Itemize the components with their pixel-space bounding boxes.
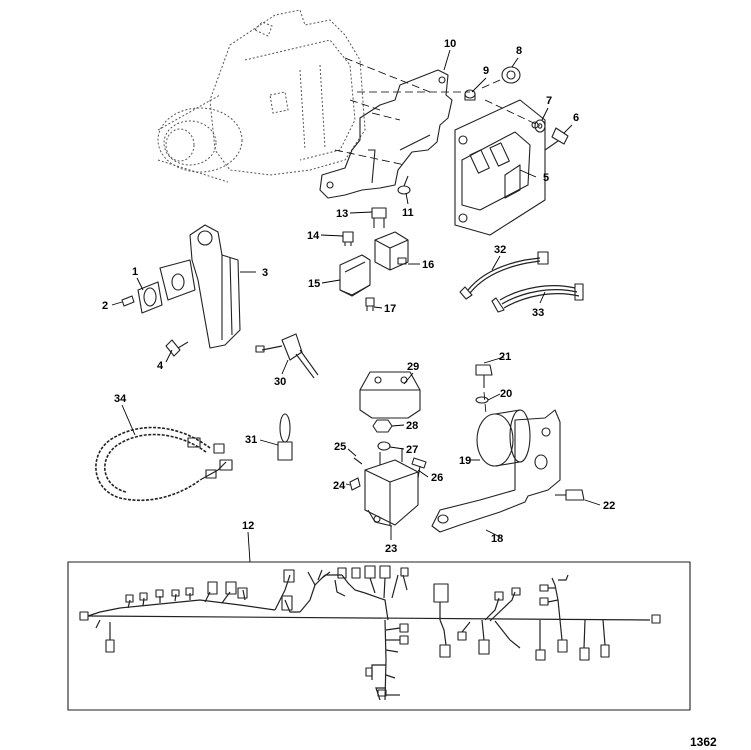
callout-13: 13 [336, 208, 348, 220]
alignment-line-21 [483, 391, 487, 415]
callout-24: 24 [333, 480, 346, 492]
alignment-lines [334, 57, 541, 166]
jumper-harness-32 [459, 251, 549, 300]
callout-26: 26 [431, 472, 443, 484]
callout-33: 33 [532, 307, 544, 319]
screw-2 [121, 295, 135, 307]
callout-12: 12 [242, 520, 254, 532]
callout-25: 25 [334, 441, 346, 453]
callout-31: 31 [245, 434, 257, 446]
callout-10: 10 [444, 38, 456, 50]
callout-16: 16 [422, 259, 434, 271]
callout-8: 8 [516, 45, 522, 57]
clip-24 [349, 477, 361, 491]
figure-number: 1362 [690, 735, 717, 749]
callout-18: 18 [491, 533, 503, 545]
screw-22 [555, 489, 585, 501]
leader-lines [111, 49, 601, 563]
callout-23: 23 [385, 543, 397, 555]
relay-13 [371, 207, 387, 228]
pin-25 [353, 457, 363, 465]
fuse-holder-15 [339, 254, 371, 297]
callout-22: 22 [603, 500, 615, 512]
callout-30: 30 [274, 376, 286, 388]
sensor-1 [137, 281, 163, 314]
washer-27 [377, 441, 391, 451]
engine-block-phantom [157, 9, 366, 183]
screw-11 [397, 175, 411, 195]
mounting-plate-3 [159, 224, 241, 349]
jumper-harness-33 [491, 283, 584, 313]
callout-11: 11 [402, 207, 414, 219]
callout-19: 19 [459, 455, 471, 467]
fuse-14 [342, 231, 354, 246]
relay-16 [374, 231, 409, 271]
callout-4: 4 [157, 360, 164, 372]
callout-14: 14 [307, 230, 320, 242]
screw-26 [411, 457, 427, 479]
grommet-8 [501, 66, 521, 84]
washer-7 [534, 119, 546, 133]
callout-9: 9 [483, 65, 489, 77]
callout-17: 17 [384, 303, 396, 315]
callout-3: 3 [262, 267, 268, 279]
fuse-17 [365, 297, 375, 311]
engine-control-module [454, 99, 546, 236]
solenoid-23 [364, 448, 419, 527]
main-harness-12 [67, 561, 691, 711]
screw-4 [165, 339, 189, 357]
callout-21: 21 [499, 351, 511, 363]
callout-1: 1 [132, 266, 138, 278]
jumper-loop-31 [277, 413, 293, 461]
solenoid-19 [476, 409, 531, 467]
callout-labels: 1 2 3 4 5 6 7 8 9 10 11 12 13 14 15 16 1… [102, 38, 615, 555]
callout-5: 5 [543, 172, 549, 184]
screw-6 [544, 127, 569, 151]
callout-28: 28 [406, 420, 418, 432]
cover-29 [359, 371, 421, 419]
sensor-30 [255, 333, 319, 379]
callout-27: 27 [406, 444, 418, 456]
nut-28 [372, 419, 393, 433]
callout-32: 32 [494, 244, 506, 256]
callout-7: 7 [546, 95, 552, 107]
bracket-18 [431, 409, 561, 533]
ecm-mounting-bracket [319, 69, 453, 199]
coiled-harness-34 [95, 426, 233, 502]
callout-6: 6 [573, 112, 579, 124]
spacer-9 [464, 89, 476, 101]
callout-2: 2 [102, 300, 108, 312]
callout-20: 20 [500, 388, 512, 400]
screw-21 [475, 364, 493, 388]
washer-20 [475, 396, 489, 404]
callout-34: 34 [114, 393, 127, 405]
callout-29: 29 [407, 361, 419, 373]
callout-15: 15 [308, 278, 320, 290]
